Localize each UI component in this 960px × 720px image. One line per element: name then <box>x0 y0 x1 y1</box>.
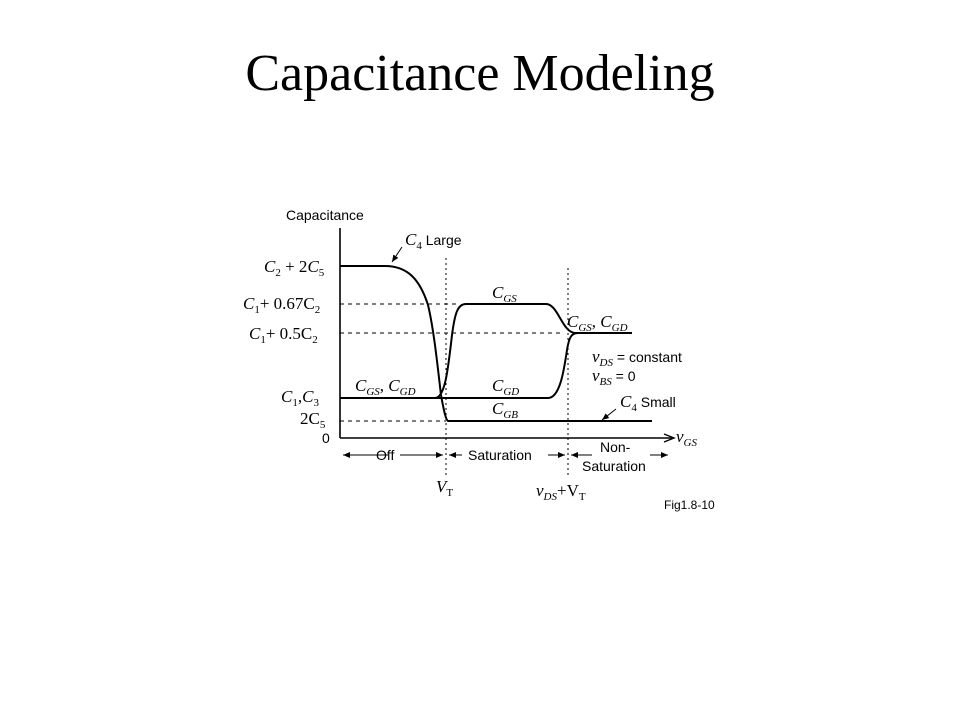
label-cgs-cgd-right: CGS, CGD <box>567 312 628 334</box>
label-c4-large: C4 Large <box>405 230 462 252</box>
leader-c4-large <box>391 246 403 263</box>
level-c1-c3: C1,C3 <box>281 387 319 409</box>
figure-reference: Fig1.8-10 <box>664 498 715 512</box>
x-axis-arrowhead <box>663 433 676 443</box>
region-non-label-2: Saturation <box>582 458 646 474</box>
level-2c5: 2C5 <box>300 409 326 431</box>
page-title: Capacitance Modeling <box>245 45 715 102</box>
label-cgs-top: CGS <box>492 283 517 305</box>
curve-cgd-saturation <box>435 332 579 399</box>
label-vds-constant: vDS = constant <box>592 347 682 369</box>
level-c1-05c2: C1+ 0.5C2 <box>249 324 318 346</box>
label-cgb-mid: CGB <box>492 399 518 421</box>
label-c4-small: C4 Small <box>620 392 676 414</box>
marker-vds-vt: vDS+VT <box>536 481 586 503</box>
region-non-label-1: Non- <box>600 439 631 455</box>
leader-c4-small <box>601 408 617 421</box>
region-off: Off <box>376 447 395 463</box>
y-axis-label: Capacitance <box>286 207 364 223</box>
marker-vt: VT <box>436 477 453 499</box>
label-cgd-mid: CGD <box>492 376 519 398</box>
origin-label: 0 <box>322 430 330 446</box>
curve-cgs-rise <box>434 303 546 399</box>
level-c1-067c2: C1+ 0.67C2 <box>243 294 320 316</box>
level-c2-2c5: C2 + 2C5 <box>264 257 325 279</box>
x-axis-label: vGS <box>676 427 697 449</box>
curve-c4-large <box>340 265 450 422</box>
label-cgs-cgd-left: CGS, CGD <box>355 376 416 398</box>
label-vbs-zero: vBS = 0 <box>592 366 636 388</box>
region-saturation: Saturation <box>468 447 532 463</box>
